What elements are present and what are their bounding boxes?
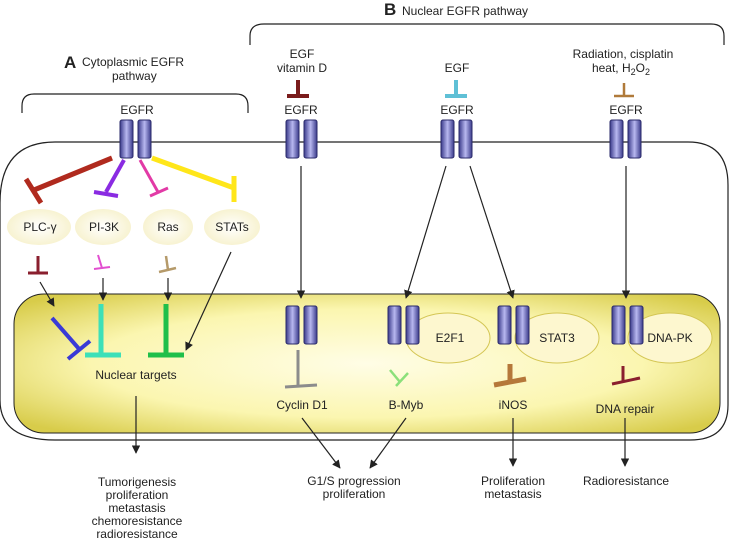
outcome-prolif-line: Proliferation [481,474,545,488]
nuclear-egfr-dnapk [611,305,644,345]
outcome-a-line: radioresistance [96,527,178,541]
ligand-egf-mark [445,80,467,98]
egfr-to-pi3k-link [93,159,126,198]
outcome-prolif: Proliferation metastasis [481,474,545,501]
outcome-a: Tumorigenesis proliferation metastasis c… [92,475,183,541]
nuclear-targets-label: Nuclear targets [95,368,176,382]
egfr-receptor-a [119,119,152,159]
effector-plc-oval [7,209,71,245]
egfr-label-a: EGFR [120,103,154,117]
ligand-egf-vitd-mark [287,80,309,98]
effector-ras-oval [143,209,193,245]
ligand-egf-label: EGF [290,47,315,61]
egfr-receptor-b1 [285,119,318,159]
effector-plc-label: PLC-γ [23,220,56,234]
stat3-oval [514,312,600,364]
ligand-stress-line1: Radiation, cisplatin [573,47,674,61]
egfr-to-ras-link [138,159,169,198]
effector-stats-label: STATs [215,220,249,234]
section-a-title-line2: pathway [112,69,157,83]
section-b-bracket [249,23,725,45]
bmyb-outcome-arrow [369,417,407,469]
egfr-to-plc-link [23,155,113,205]
plc-nuclear-arrow [39,281,55,307]
outcome-radio: Radioresistance [583,474,669,488]
inos-label: iNOS [499,398,528,412]
outcome-a-line: chemoresistance [92,514,183,528]
egfr-label-b3: EGFR [609,103,643,117]
plc-translocation-mark [28,256,48,275]
inos-mark [493,364,527,388]
egfr-b2-to-bmyb-arrow [404,165,447,299]
egfr-receptor-b3 [609,119,642,159]
bmyb-label: B-Myb [389,398,424,412]
ligand-vitamin-d-label: vitamin D [277,61,327,75]
cell-membrane [0,141,729,441]
section-a-title-line1: Cytoplasmic EGFR [82,55,184,69]
nuclear-egfr-stat3 [497,305,530,345]
effector-pi3k-oval [75,209,131,245]
dna-repair-label: DNA repair [596,402,655,416]
dnapk-label: DNA-PK [647,331,692,345]
effector-pi3k-label: PI-3K [89,220,119,234]
dna-repair-mark [611,366,641,386]
nuclear-egfr-cyclin [285,305,318,345]
egfr-to-stats-link [151,155,237,202]
section-b-title: Nuclear EGFR pathway [402,4,528,18]
outcome-a-line: Tumorigenesis [98,475,176,489]
cyclin-outcome-arrow [301,417,341,469]
ras-translocation-mark [158,255,177,274]
pi3k-translocation-mark [93,254,111,270]
outcome-g1s-line: G1/S progression [307,474,400,488]
egfr-label-b2: EGFR [440,103,474,117]
egfr-receptor-b2 [440,119,473,159]
outcome-radio-line: Radioresistance [583,474,669,488]
stat3-label: STAT3 [539,331,575,345]
section-a-letter: A [64,53,76,72]
effector-ras-label: Ras [157,220,178,234]
effector-stats-oval [204,209,260,245]
ligand-egf2-label: EGF [445,61,470,75]
cyclin-d1-label: Cyclin D1 [276,398,328,412]
outcome-a-line: proliferation [106,488,169,502]
nuclear-ras-mark [148,304,184,358]
ligand-stress-mark [614,83,634,98]
bmyb-mark [389,369,409,387]
outcome-prolif-line: metastasis [484,487,541,501]
e2f1-label: E2F1 [436,331,465,345]
section-a-bracket [21,93,249,113]
outcome-g1s-line: proliferation [323,487,386,501]
nuclear-pi3k-mark [85,304,121,358]
section-b-letter: B [384,0,396,19]
egfr-label-b1: EGFR [284,103,318,117]
dnapk-oval [627,312,713,364]
cyclin-d1-mark [284,350,318,389]
stats-nuclear-arrow [185,251,232,351]
nuclear-plc-mark [50,316,92,361]
ligand-stress-line2: heat, H2O2 [592,61,650,77]
outcome-g1s: G1/S progression proliferation [307,474,400,501]
outcome-a-line: metastasis [108,501,165,515]
nuclear-egfr-e2f1 [387,305,420,345]
egfr-b2-to-inos-arrow [469,165,515,299]
